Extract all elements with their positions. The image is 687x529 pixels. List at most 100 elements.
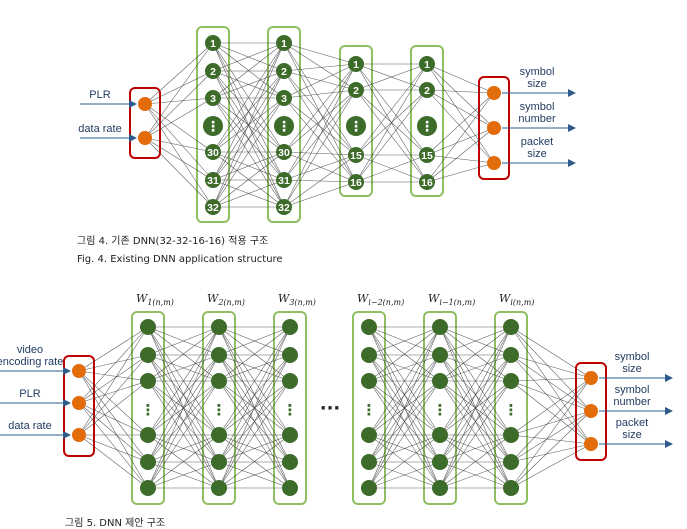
fig5-hidden-layer-box-6 (494, 311, 528, 505)
fig5-hidden-node (282, 319, 298, 335)
fig5-hidden-layer-box-3 (273, 311, 307, 505)
fig5-edges-hi1-hi (439, 326, 512, 489)
fig4-hidden-node-label: 1 (424, 59, 430, 71)
fig5-weight-label: W3(n,m) (278, 292, 316, 307)
fig4-hidden-node (276, 172, 292, 188)
fig5-weight-label: W2(n,m) (207, 292, 245, 307)
fig4-hidden-node (276, 144, 292, 160)
fig4-hidden-node (205, 144, 221, 160)
fig5-weight-label: Wi−2(n,m) (357, 292, 404, 307)
fig4-hidden-node (276, 90, 292, 106)
fig4-hidden-node-label: 30 (207, 147, 219, 159)
fig4-output-node (487, 86, 501, 100)
fig4-hidden-node-label: 30 (278, 147, 290, 159)
fig5-hidden-node (503, 427, 519, 443)
fig5-hidden-node (361, 427, 377, 443)
fig4-hidden-node-label: 1 (281, 38, 287, 50)
fig5-hidden-node (361, 347, 377, 363)
fig5-edges-input-h1 (78, 326, 149, 489)
fig4-input-label: PLR (89, 89, 110, 101)
fig5-weight-label: Wi−1(n,m) (428, 292, 475, 307)
fig5-weight-label: Wi(n,m) (499, 292, 534, 307)
fig4-hidden-node-label: 3 (281, 93, 287, 105)
fig5-edges-hi2-hi1 (368, 326, 441, 489)
fig5-hidden-node (211, 454, 227, 470)
fig4-hidden-node-label: 32 (278, 202, 290, 214)
fig5-hidden-node (211, 427, 227, 443)
fig4-hidden-node-label: 2 (210, 66, 216, 78)
fig4-hidden-node-label: 32 (207, 202, 219, 214)
fig4-hidden-node (205, 172, 221, 188)
fig5-hidden-node (432, 427, 448, 443)
fig5-hidden-node (432, 319, 448, 335)
fig4-input-node (138, 131, 152, 145)
fig5-hidden-node (361, 373, 377, 389)
fig4-hidden-node-label: 3 (210, 93, 216, 105)
fig5-hidden-layer-box-5 (423, 311, 457, 505)
fig5-output-node (584, 437, 598, 451)
fig5-caption-korean: 그림 5. DNN 제안 구조 (65, 517, 165, 529)
fig4-hidden-node-label: 16 (421, 177, 433, 189)
fig5-hidden-node (282, 454, 298, 470)
fig4-hidden-node-label: 31 (278, 175, 290, 187)
fig5-output-node (584, 371, 598, 385)
fig4-hidden-node (276, 35, 292, 51)
fig4-hidden-node-label: 15 (350, 150, 362, 162)
fig5-hidden-node (503, 347, 519, 363)
fig5-input-node (72, 428, 86, 442)
fig5-hidden-node (361, 480, 377, 496)
fig4-input-label: data rate (78, 123, 121, 135)
fig5-layers-ellipsis: ··· (320, 398, 341, 419)
fig4-hidden-node-label: 1 (353, 59, 359, 71)
fig4-node-ellipsis-label: ⋮ (206, 119, 220, 135)
fig4-output-node (487, 121, 501, 135)
fig4-hidden-layer-box-2 (267, 26, 301, 223)
fig4-node-ellipsis-label: ⋮ (349, 119, 363, 135)
fig5-hidden-node (211, 480, 227, 496)
fig5-edges-h2-h3 (218, 326, 291, 489)
fig4-hidden-node (348, 147, 364, 163)
fig5-input-node (72, 364, 86, 378)
fig4-hidden-node-label: 31 (207, 175, 219, 187)
fig4-hidden-node (276, 63, 292, 79)
fig5-hidden-node (140, 454, 156, 470)
fig5-node-ellipsis: ⋮ (283, 401, 298, 419)
fig5-hidden-node (140, 347, 156, 363)
fig5-hidden-node (503, 373, 519, 389)
fig5-weight-label: W1(n,m) (136, 292, 174, 307)
fig4-hidden-layer-box-4 (410, 45, 444, 197)
fig5-hidden-node (432, 373, 448, 389)
fig5-hidden-node (140, 319, 156, 335)
fig5-hidden-node (211, 347, 227, 363)
fig5-hidden-layer-box-4 (352, 311, 386, 505)
fig5-hidden-node (361, 319, 377, 335)
fig5-input-label: data rate (8, 420, 51, 432)
fig4-node-ellipsis (203, 116, 223, 136)
fig4-hidden-node-label: 1 (210, 38, 216, 50)
fig5-edges-h1-h2 (147, 326, 220, 489)
fig5-hidden-layer-box-1 (131, 311, 165, 505)
fig5-hidden-node (503, 454, 519, 470)
fig4-output-node (487, 156, 501, 170)
fig5-node-ellipsis: ⋮ (212, 401, 227, 419)
fig4-hidden-node-label: 16 (350, 177, 362, 189)
fig5-hidden-node (282, 347, 298, 363)
fig4-edges-h4-output (426, 63, 495, 183)
fig5-hidden-node (361, 454, 377, 470)
fig4-hidden-node (419, 147, 435, 163)
fig5-hidden-node (282, 427, 298, 443)
fig4-hidden-node-label: 2 (424, 85, 430, 97)
figure-5-proposed-dnn: ⋮⋮⋮⋮⋮⋮W1(n,m)W2(n,m)W3(n,m)Wi−2(n,m)Wi−1… (0, 292, 673, 505)
fig4-caption-korean: 그림 4. 기존 DNN(32-32-16-16) 적용 구조 (77, 235, 268, 247)
fig4-hidden-layer-box-3 (339, 45, 373, 197)
fig4-node-ellipsis-label: ⋮ (420, 119, 434, 135)
fig5-hidden-layer-box-2 (202, 311, 236, 505)
fig5-edges-hi-output (510, 326, 592, 489)
